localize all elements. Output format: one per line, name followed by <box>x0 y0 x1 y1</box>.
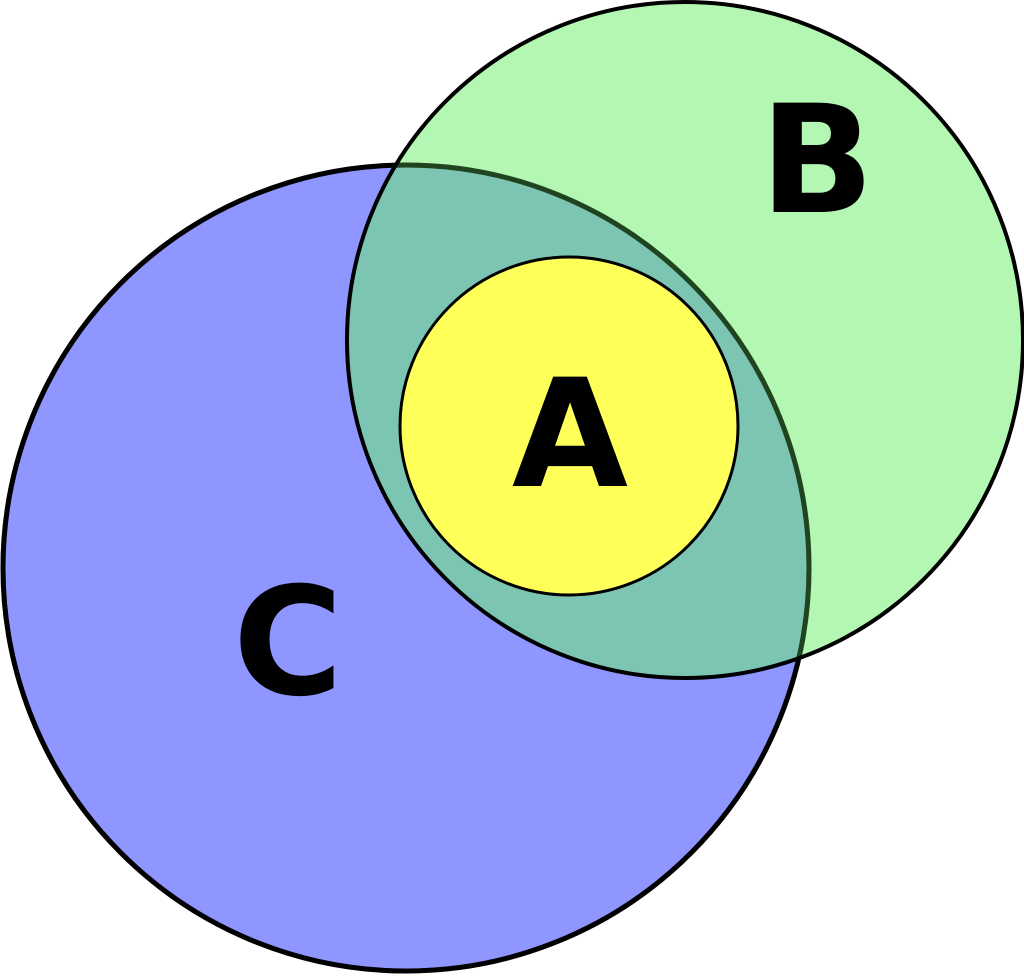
set-a-circle <box>398 255 740 597</box>
set-a-label: A <box>512 348 628 522</box>
set-c-label: C <box>233 556 343 730</box>
set-c-outline <box>0 162 812 974</box>
set-b-label: B <box>760 74 874 248</box>
